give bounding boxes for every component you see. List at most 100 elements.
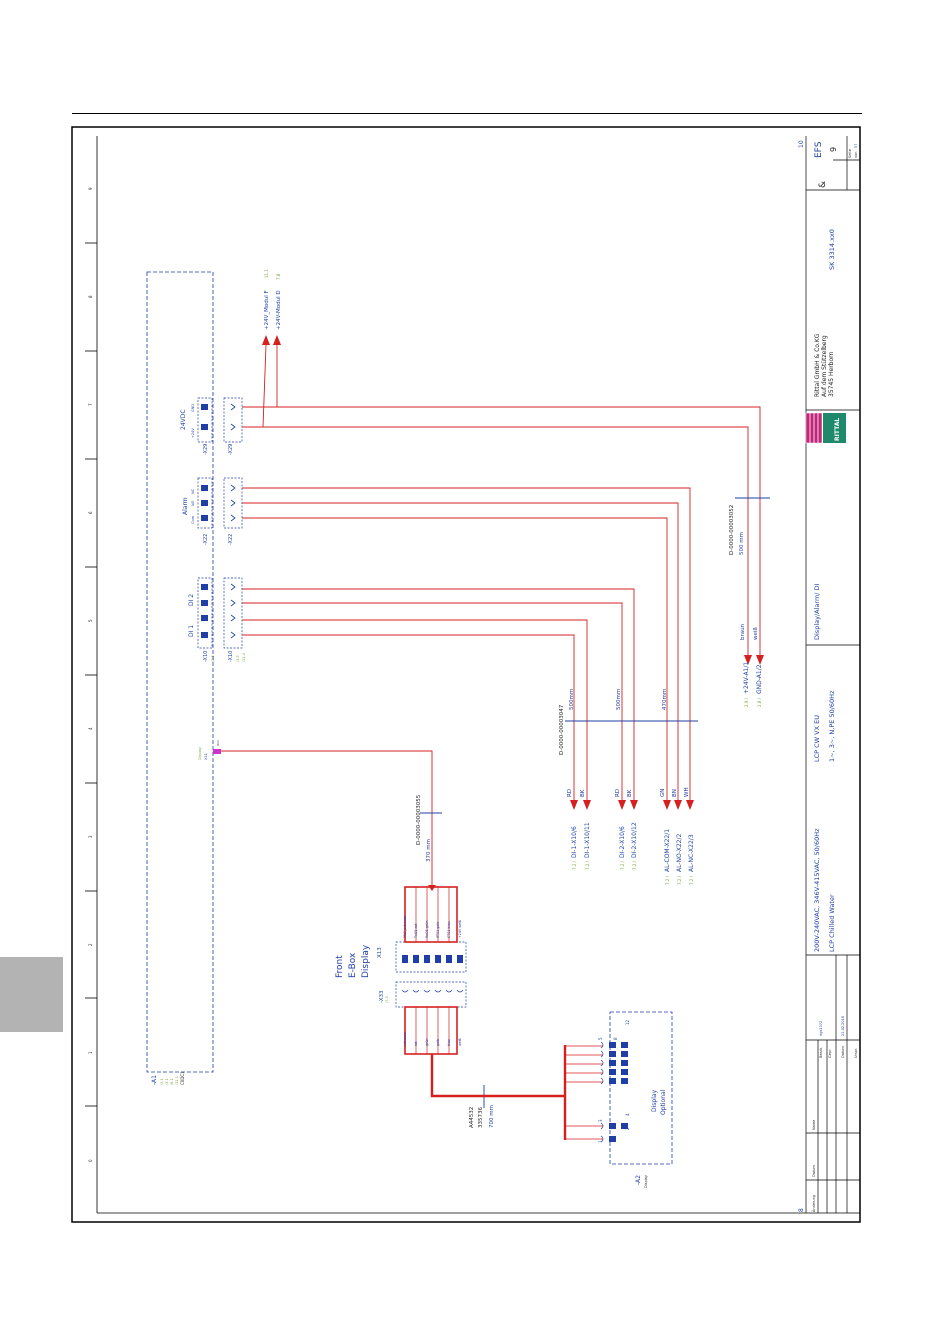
ebox-title-line: E-Box	[348, 952, 358, 978]
svg-text:/11.1: /11.1	[175, 1076, 179, 1085]
terminal-ref: 7.2 /	[677, 875, 682, 885]
gepr-label: Gepr.	[828, 1049, 832, 1058]
terminal-label: AL-COM-X22/1	[664, 829, 671, 872]
tick-label: 8	[88, 295, 93, 298]
x29-label-2: -X29	[228, 444, 234, 455]
cable-3052-length: 500 mm	[739, 532, 745, 555]
cable-3047-code: D-0000-00003047	[559, 704, 565, 755]
system-line1: LCP CW VX EU	[813, 715, 821, 762]
name-label: Name	[812, 1120, 816, 1130]
sheet-title: Display/Alarm/ DI	[813, 583, 821, 640]
ebox-x33: -X33	[379, 990, 385, 1003]
side-tab	[0, 957, 63, 1032]
tick-label: 0	[88, 1159, 93, 1162]
wire-color-labels: braun weiß RD BK RD BK GN BN WH	[567, 623, 759, 797]
outer-frame	[71, 126, 861, 1223]
ebox-wire-label: CTS1 blau	[447, 921, 451, 938]
ebox-wire-label2: blau	[447, 1039, 451, 1046]
x22-pin-label: NO	[191, 500, 195, 506]
product-line2: LCP Chilled Water	[828, 894, 836, 952]
terminal-labels: 2.9 / +24V-A1/1 2.8 / GND-A1/2 7.2 / DI-…	[571, 662, 763, 885]
wire-label-braun: braun	[740, 623, 746, 640]
wire-label-weiss: weiß	[753, 627, 759, 640]
ebox-x33-ref: /7.3	[385, 996, 389, 1003]
cable-3055-code: D-0000-00003055	[416, 794, 422, 845]
display-conn-label: Display	[198, 747, 202, 760]
red-wires	[221, 344, 761, 885]
title-block-labels: Änderung Datum Name Datum Bearb. Gepr. U…	[811, 1016, 858, 1212]
terminal-ref: 2.9 /	[744, 697, 749, 707]
x10-ref-2: /3.5	[236, 655, 240, 662]
wire-arrows	[262, 335, 764, 891]
datum-value: 22.02.2016	[841, 1016, 845, 1036]
wire-label-rd: RD	[567, 789, 573, 797]
x10-di2: DI 2	[188, 594, 195, 606]
product-line1: 200V-240VAC, 346V-415VAC, 50/60Hz	[813, 828, 821, 952]
ebox-wire-label: RTS1 gelb	[436, 922, 440, 938]
x10-ref: /3.5	[211, 655, 215, 662]
title-block-texts: 200V-240VAC, 346V-415VAC, 50/60Hz LCP Ch…	[813, 141, 858, 952]
output-mod-d-ref: 7.8	[276, 273, 281, 280]
ebox-title-line: Display	[361, 944, 371, 978]
svg-text:C0DC1: C0DC1	[180, 1071, 185, 1085]
cable-44532-code: A44532	[469, 1107, 475, 1128]
header-rule	[72, 113, 862, 114]
cable-3047-length-a: 500mm	[569, 689, 575, 710]
terminal-ref: 7.2 /	[665, 875, 670, 885]
terminal-label: DI-2-X10/6	[619, 826, 626, 858]
x29-pin-label: GND	[191, 404, 195, 412]
cable-3047-length-b: 500mm	[616, 689, 622, 710]
wire-label-gn: GN	[660, 789, 666, 797]
output-mod-d: +24V-Modul D	[276, 290, 282, 330]
company-line: Auf dem Stützelberg	[821, 335, 828, 397]
logo-text: RITTAL	[834, 418, 841, 441]
terminal-label: +24V-A1/1	[743, 662, 750, 694]
svg-text:/2.1: /2.1	[160, 1078, 164, 1085]
ebox-wire-label: RxD1 grün	[425, 920, 429, 938]
aenderung-label: Änderung	[811, 1195, 816, 1212]
ebox-wire-label2: grün	[425, 1038, 429, 1046]
display-pin: 2	[625, 1127, 630, 1130]
display-conn-pin: X11	[216, 740, 220, 746]
tick-label: 7	[88, 403, 93, 406]
rittal-logo-icon: RITTAL	[805, 412, 846, 444]
cable-3055-length: 370 mm	[426, 839, 432, 862]
x22-pin-label: Com	[191, 515, 195, 524]
terminal-label: GND-A1/2	[756, 664, 763, 694]
terminal-label: AL-NO-X22/2	[676, 833, 683, 872]
ebox-wire-label2: rot	[414, 1041, 418, 1046]
datum-label: Datum	[841, 1046, 845, 1058]
von-value: 57	[854, 144, 858, 148]
ebox-wire-label: TxD1 rot	[414, 923, 418, 939]
display-pin: 3	[598, 1119, 603, 1122]
wire-label-bk-2: BK	[627, 789, 633, 797]
x22-pin-label: NC	[191, 488, 195, 494]
display-cable	[430, 1045, 603, 1140]
terminal-ref: 7.2 /	[572, 860, 577, 870]
terminal-ref: 7.2 /	[632, 860, 637, 870]
display-opt-title: Display	[651, 1089, 658, 1112]
datum2-label: Datum	[812, 1165, 816, 1177]
x22-block: Alarm Com NO NC -X22 -X22	[182, 477, 243, 545]
company-line: 35745 Herborn	[828, 351, 835, 397]
ebox-wire-label: PRO_schwarz	[403, 916, 407, 938]
tick-label: 5	[88, 619, 93, 622]
terminal-label: DI-1-X10/11	[584, 822, 591, 858]
tick-label: 6	[88, 511, 93, 514]
side-tick-labels: 9 8 7 6 5 4 3 2 1 0	[88, 187, 93, 1162]
display-connector-pin	[213, 749, 221, 754]
side-ticks	[85, 242, 97, 1107]
x22-title: Alarm	[182, 497, 189, 515]
display-conn-x11: X11	[204, 753, 208, 760]
svg-text:/6.1: /6.1	[170, 1078, 174, 1085]
output-mod-f-ref: 11.1	[264, 269, 269, 278]
display-pin: 8	[613, 1037, 618, 1040]
display-pin: 5	[598, 1037, 603, 1040]
x29-title: 24VDC	[180, 409, 187, 430]
terminal-ref: 7.2 /	[620, 860, 625, 870]
x29-block: 24VDC +24V GND -X29 -X29	[180, 397, 243, 455]
terminal-label: AL-NC-X22/3	[688, 834, 695, 872]
ebox-group: Front E-Box Display X13 -X33 /7.3 PRO_sc…	[335, 886, 467, 1055]
amp-mark: &	[818, 181, 828, 188]
urspr-label: Urspr.	[854, 1048, 858, 1058]
